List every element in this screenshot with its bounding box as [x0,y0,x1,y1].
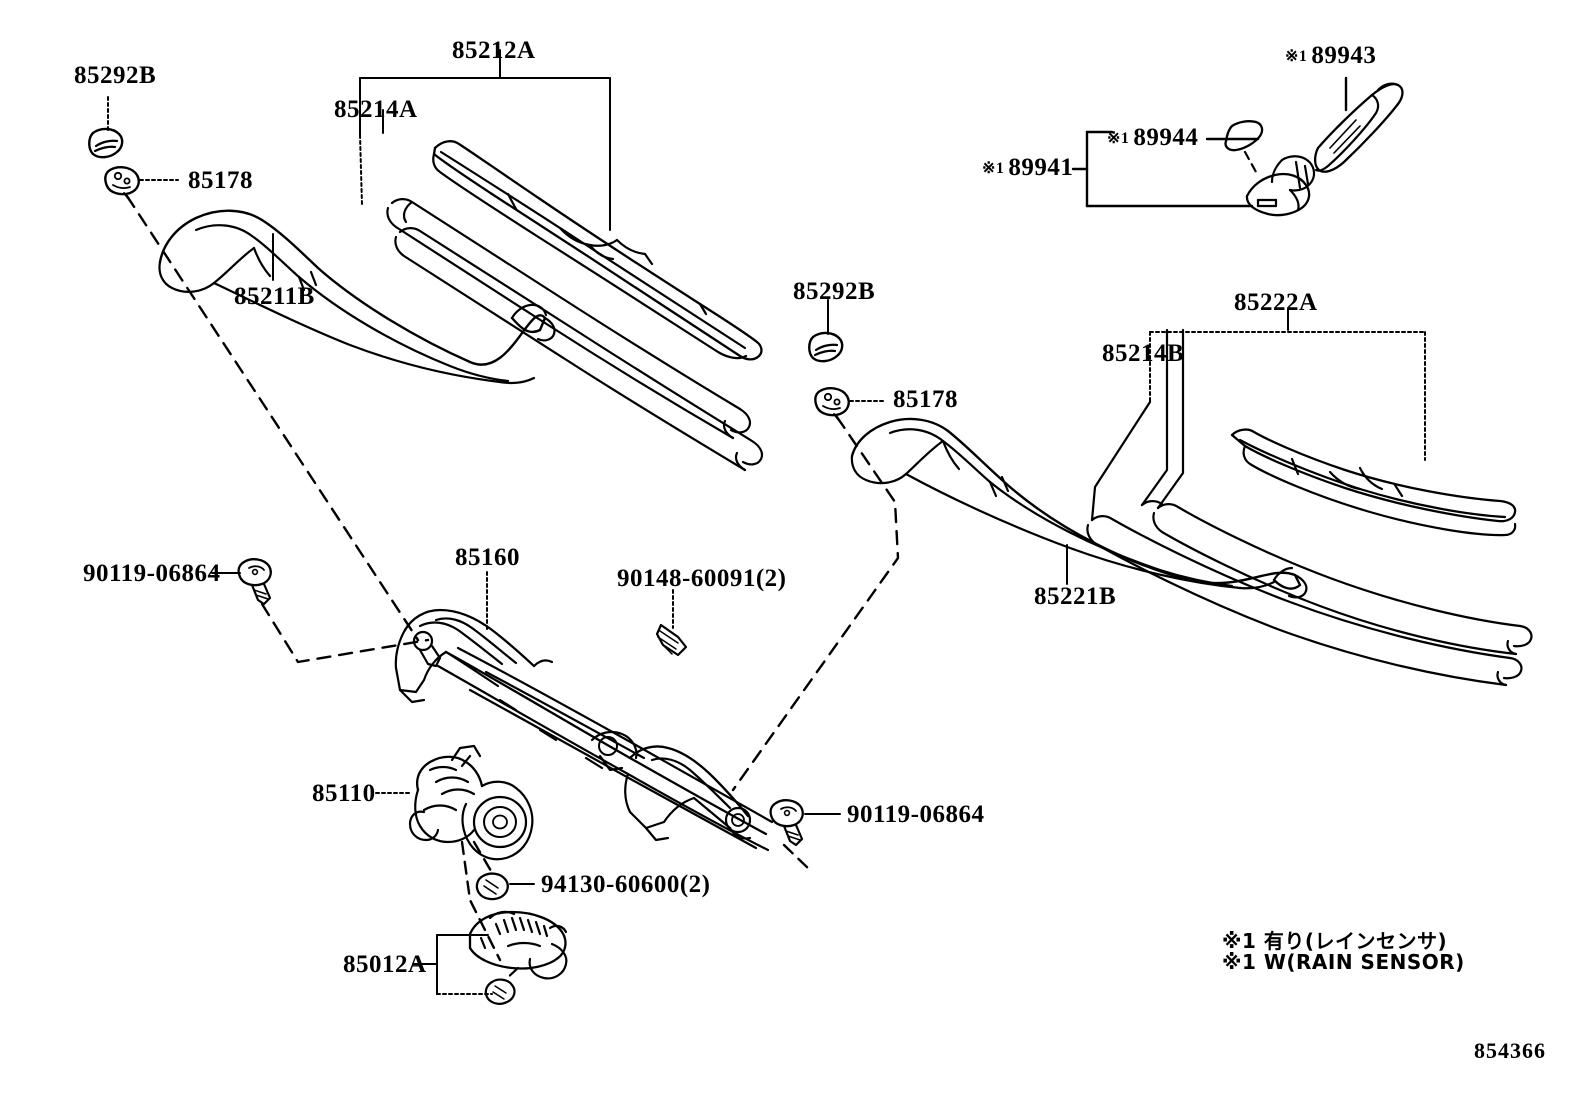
bracket-85214a [359,134,363,206]
label-90119-06864-upper: 90119-06864 [83,560,221,587]
wiper-blade-right-part [1086,428,1533,687]
label-85178-right: 85178 [893,386,958,413]
mark-symbol-89941: ※ [982,160,996,177]
sheet-number: 854366 [1474,1038,1546,1063]
legend-line-jp: ※1 有り(レインセンサ) [1222,929,1448,953]
label-85221b: 85221B [1034,583,1117,610]
label-85012a: 85012A [343,951,427,978]
mark-index-89944: 1 [1120,130,1130,147]
wiper-arm-left-part [158,209,556,385]
cap-right-part [808,331,844,363]
cap-left-part [88,127,124,159]
bolt-upper-left-part [237,558,272,606]
nut-left-part [104,166,140,203]
label-85214b: 85214B [1102,340,1185,367]
label-85214a: 85214A [334,96,418,123]
wiper-motor-part [408,744,534,861]
label-89941-number: 89941 [1008,154,1074,181]
nut-right-part [814,387,850,424]
label-90148-60091: 90148-60091(2) [617,565,787,592]
label-85212a: 85212A [452,37,536,64]
bracket-85222a [1149,331,1426,461]
legend-line-en: ※1 W(RAIN SENSOR) [1222,950,1465,974]
nozzle-clip-part [484,978,516,1005]
washer-nozzle-part [468,910,568,980]
wiper-blade-left-part [386,140,764,472]
wiper-link-assembly-part [394,608,774,852]
label-85222a: 85222A [1234,289,1318,316]
bracket-85214b [1090,328,1185,522]
mark-symbol-89944: ※ [1107,130,1121,147]
label-85110: 85110 [312,780,376,807]
label-94130-60600: 94130-60600(2) [541,871,711,898]
mark-index-89943: 1 [1298,48,1308,65]
label-85292b-right: 85292B [793,278,876,305]
label-89944-number: 89944 [1133,124,1199,151]
rain-sensor-body-part [1245,155,1316,217]
sensor-cover-part [1313,82,1404,173]
label-85211b: 85211B [234,283,315,310]
label-85178-left: 85178 [188,167,253,194]
label-85160: 85160 [455,544,520,571]
label-90119-06864-lower: 90119-06864 [847,801,985,828]
screw-center-part [655,623,688,657]
bracket-85012a [412,934,489,995]
mark-symbol-89943: ※ [1285,48,1299,65]
bracket-89941 [1071,130,1254,208]
grommet-part [475,872,509,901]
label-85292b-left: 85292B [74,62,157,89]
label-89943-number: 89943 [1311,42,1377,69]
bracket-85212a [359,49,611,231]
sensor-pad-part [1224,120,1264,152]
mark-index-89941: 1 [995,160,1005,177]
bolt-lower-right-part [769,799,804,847]
